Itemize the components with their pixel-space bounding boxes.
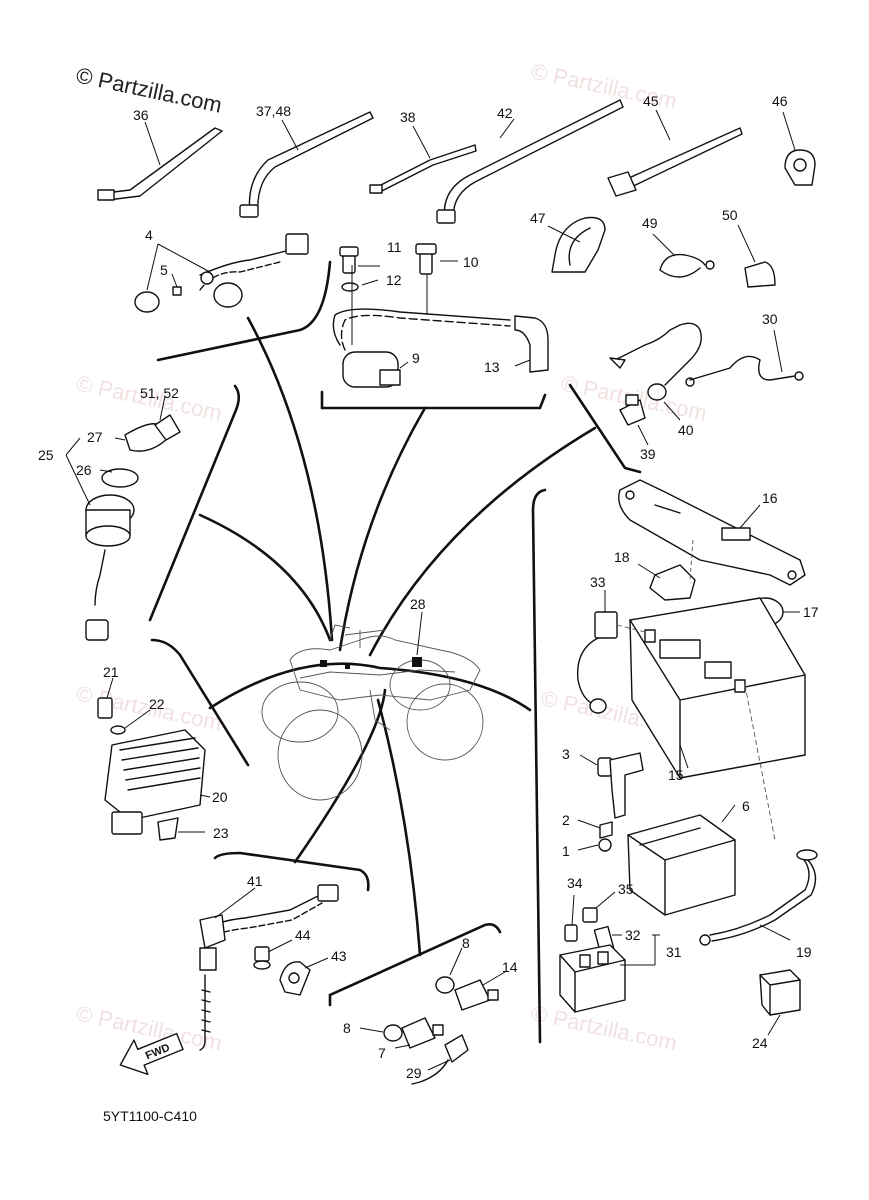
bracket-top-right [568,383,642,474]
callout-10: 10 [463,254,479,270]
diagram-code: 5YT1100-C410 [103,1108,197,1124]
brand-watermark: © Partzilla.com [74,62,224,117]
sensor-43-44 [253,939,329,996]
callout-13: 13 [484,359,500,375]
callout-36: 36 [133,107,149,123]
callout-37-48: 37,48 [256,103,291,119]
callout-46: 46 [772,93,788,109]
ecu-bracket-group [577,752,644,852]
sensor-lead-40 [609,322,702,421]
callout-47: 47 [530,210,546,226]
callout-8-upper: 8 [462,935,470,951]
callout-7: 7 [378,1045,386,1061]
battery-bracket-16 [618,479,806,586]
callout-2: 2 [562,812,570,828]
group-brackets [148,260,642,1044]
callout-8-lower: 8 [343,1020,351,1036]
callout-27: 27 [87,429,103,445]
callout-42: 42 [497,105,513,121]
callout-50: 50 [722,207,738,223]
fwd-arrow: FWD [119,1032,184,1076]
callout-45: 45 [643,93,659,109]
clamp-47 [547,216,606,273]
rectifier-regulator-20 [97,677,211,841]
callout-12: 12 [386,272,402,288]
clamp-50 [737,224,776,288]
callout-18: 18 [614,549,630,565]
callout-23: 23 [213,825,229,841]
callout-15: 15 [668,767,684,783]
bracket-bottom-right [328,923,502,1007]
bracket-top-left [156,260,332,362]
callout-3: 3 [562,746,570,762]
main-switch-25 [65,395,181,641]
callout-38: 38 [400,109,416,125]
callout-6: 6 [742,798,750,814]
callout-5: 5 [160,262,168,278]
relay-24 [759,969,801,1036]
bracket-left-upper [148,384,241,622]
cable-tie-37-48 [239,111,374,218]
callout-39: 39 [640,446,656,462]
battery-lead-33 [576,590,646,714]
cable-tie-36 [97,121,223,201]
cable-tie-38 [369,125,477,194]
ignition-coil-group [332,243,549,388]
callout-19: 19 [796,944,812,960]
watermark: © Partzilla.com [529,1000,679,1055]
leader-28 [416,611,423,656]
callout-11: 11 [387,239,402,255]
callout-43: 43 [331,948,347,964]
callout-1: 1 [562,843,570,859]
marker-small [320,660,327,667]
callout-16: 16 [762,490,778,506]
battery-lead-19 [699,849,818,946]
callout-35: 35 [618,881,634,897]
callout-26: 26 [76,462,92,478]
bracket-bottom-left [213,851,370,892]
callout-22: 22 [149,696,165,712]
callout-9: 9 [412,350,420,366]
callout-4: 4 [145,227,153,243]
neutral-switch-41 [199,884,339,1051]
callout-32: 32 [625,927,641,943]
battery-bracket-18 [637,539,696,601]
callout-33: 33 [590,574,606,590]
callout-34: 34 [567,875,583,891]
bracket-left-lower [150,638,250,767]
callout-31: 31 [666,944,682,960]
marker-battery [412,657,422,667]
callout-21: 21 [103,664,119,680]
group-leaders [198,316,597,957]
wire-lead-4 [134,233,309,313]
callout-29: 29 [406,1065,422,1081]
callout-41: 41 [247,873,263,889]
ecu-6 [627,804,736,916]
callout-28: 28 [410,596,426,612]
battery-15 [629,597,806,841]
atv-outline [261,624,484,801]
callout-51-52: 51, 52 [140,385,179,401]
cable-tie-42 [436,99,624,224]
callout-40: 40 [678,422,694,438]
bracket-right [531,488,547,1044]
callout-44: 44 [295,927,311,943]
cable-tie-45 [607,109,743,197]
sensor-39 [619,394,649,446]
clamp-46 [782,111,816,186]
starter-relay-31 [559,891,660,1013]
callout-14: 14 [502,959,518,975]
callout-49: 49 [642,215,658,231]
callout-20: 20 [212,789,228,805]
band-49 [652,233,715,278]
lead-wire-30 [685,329,804,387]
callout-17: 17 [803,604,819,620]
callout-24: 24 [752,1035,768,1051]
sender-group [359,947,506,1085]
bracket-top-center [320,390,547,410]
callout-25: 25 [38,447,54,463]
callout-30: 30 [762,311,778,327]
